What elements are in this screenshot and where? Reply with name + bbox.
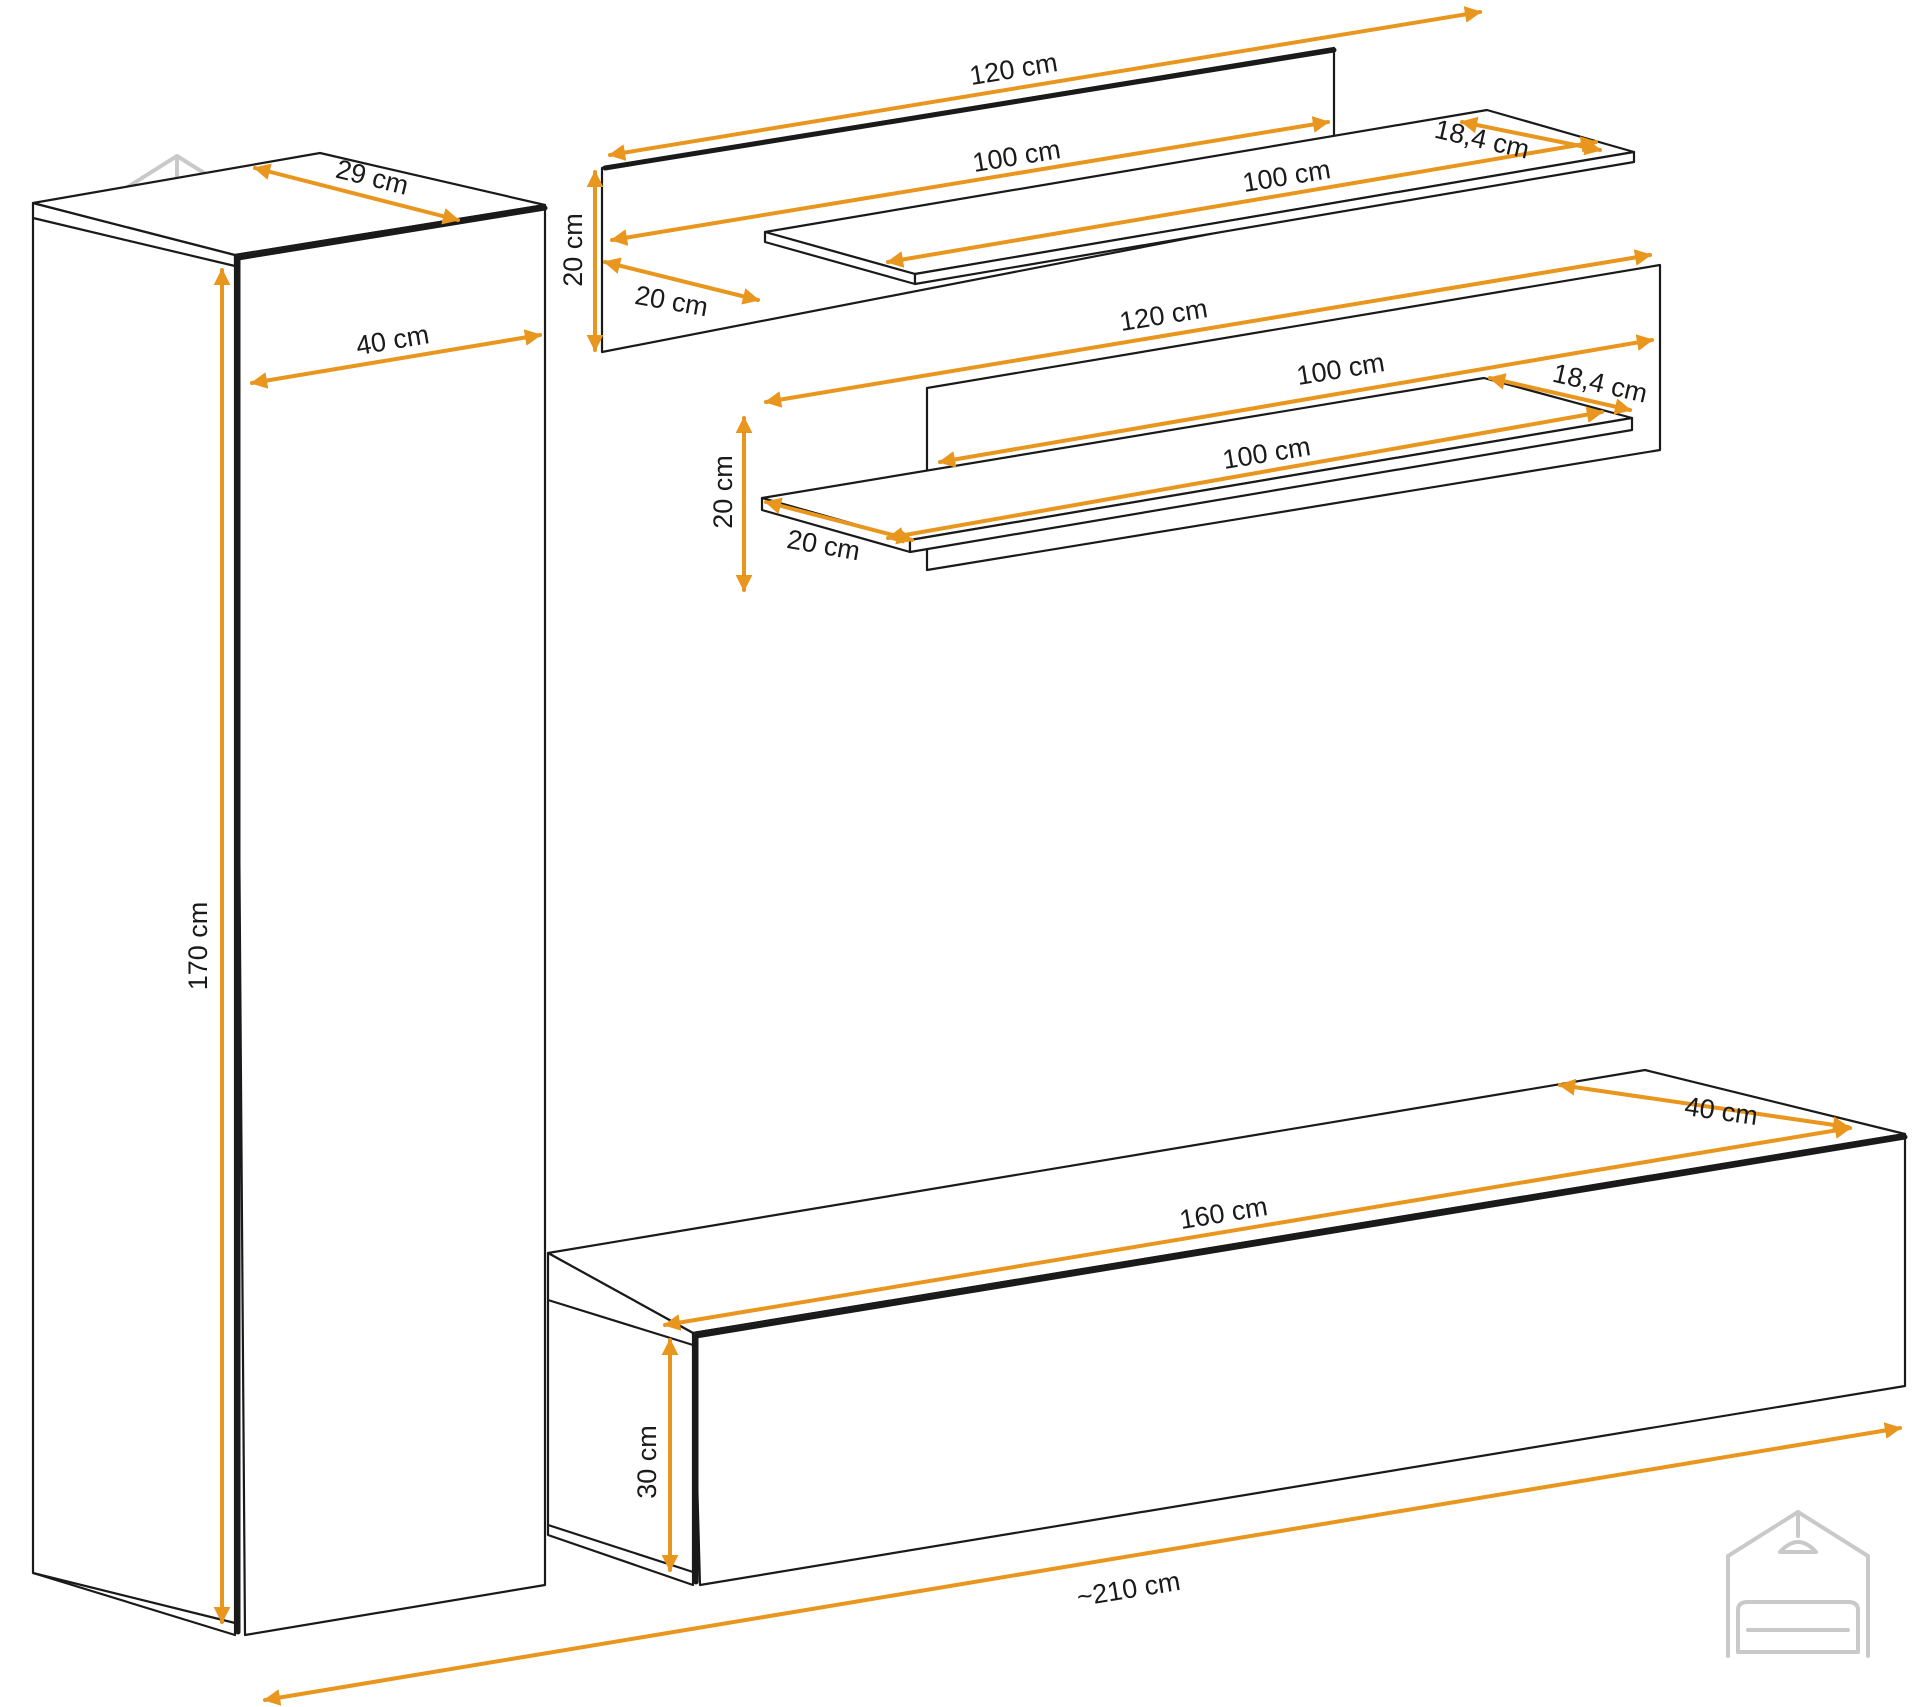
label-cabinet-height: 170 cm xyxy=(183,902,213,991)
dim-line-cabinet-depth xyxy=(253,163,460,225)
low-cabinet xyxy=(546,1068,1908,1587)
dim-line-lower-back xyxy=(764,249,1652,408)
dim-line-lower-depth xyxy=(1488,373,1632,415)
label-overall-width: ~210 cm xyxy=(1075,1566,1183,1612)
label-upper-height: 20 cm xyxy=(558,213,588,287)
dim-line-upper-side xyxy=(603,257,760,305)
dim-line-low-depth xyxy=(1558,1078,1850,1134)
dim-line-cabinet-width xyxy=(250,329,542,389)
dimension-lines xyxy=(213,6,1902,1706)
label-low-height: 30 cm xyxy=(632,1425,662,1499)
dim-line-lower-front xyxy=(886,406,1604,544)
dim-line-upper-depth xyxy=(1460,116,1602,156)
house-sofa-icon xyxy=(1726,1510,1870,1658)
label-lower-height: 20 cm xyxy=(708,455,738,529)
dim-line-overall-width xyxy=(263,1422,1902,1706)
dim-line-low-length xyxy=(663,1122,1852,1331)
dim-line-upper-front xyxy=(886,136,1598,268)
dim-line-lower-side xyxy=(764,497,914,545)
